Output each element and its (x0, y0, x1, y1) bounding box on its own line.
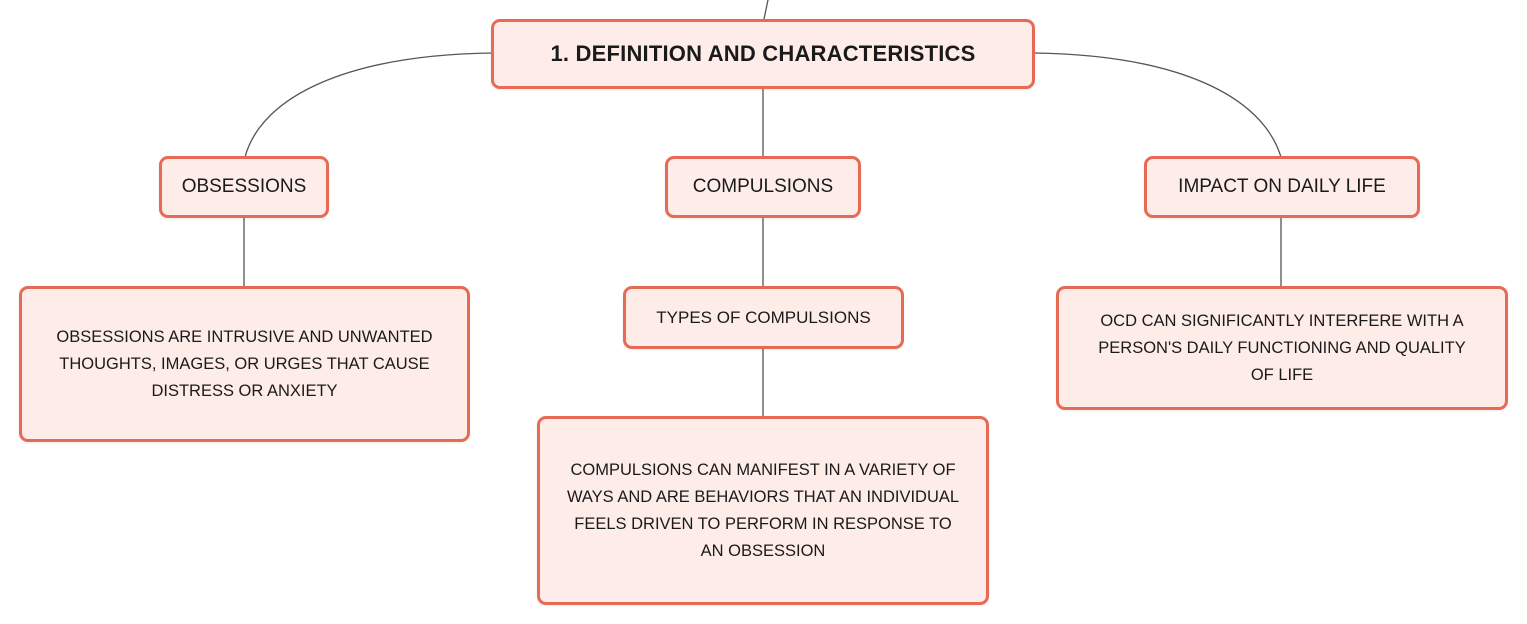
root-node[interactable]: 1. DEFINITION AND CHARACTERISTICS (491, 19, 1035, 89)
impact-description-node[interactable]: OCD CAN SIGNIFICANTLY INTERFERE WITH A P… (1056, 286, 1508, 410)
obsessions-node[interactable]: OBSESSIONS (159, 156, 329, 218)
connector-root-to-obsessions (244, 52, 493, 158)
impact-description: OCD CAN SIGNIFICANTLY INTERFERE WITH A P… (1098, 311, 1466, 384)
root-label: 1. DEFINITION AND CHARACTERISTICS (550, 41, 976, 66)
obsessions-description-node[interactable]: OBSESSIONS ARE INTRUSIVE AND UNWANTED TH… (19, 286, 470, 442)
connector-root-to-impact (1033, 52, 1282, 158)
connector-parent-to-root (763, 0, 769, 20)
obsessions-label: OBSESSIONS (181, 176, 307, 197)
obsessions-description: OBSESSIONS ARE INTRUSIVE AND UNWANTED TH… (56, 327, 433, 400)
compulsions-description-node[interactable]: COMPULSIONS CAN MANIFEST IN A VARIETY OF… (537, 416, 989, 605)
types-of-compulsions-node[interactable]: TYPES OF COMPULSIONS (623, 286, 904, 349)
compulsions-label: COMPULSIONS (692, 176, 834, 197)
types-of-compulsions-label: TYPES OF COMPULSIONS (656, 307, 871, 327)
compulsions-description: COMPULSIONS CAN MANIFEST IN A VARIETY OF… (566, 460, 960, 560)
impact-label: IMPACT ON DAILY LIFE (1178, 176, 1386, 197)
compulsions-node[interactable]: COMPULSIONS (665, 156, 861, 218)
impact-node[interactable]: IMPACT ON DAILY LIFE (1144, 156, 1420, 218)
